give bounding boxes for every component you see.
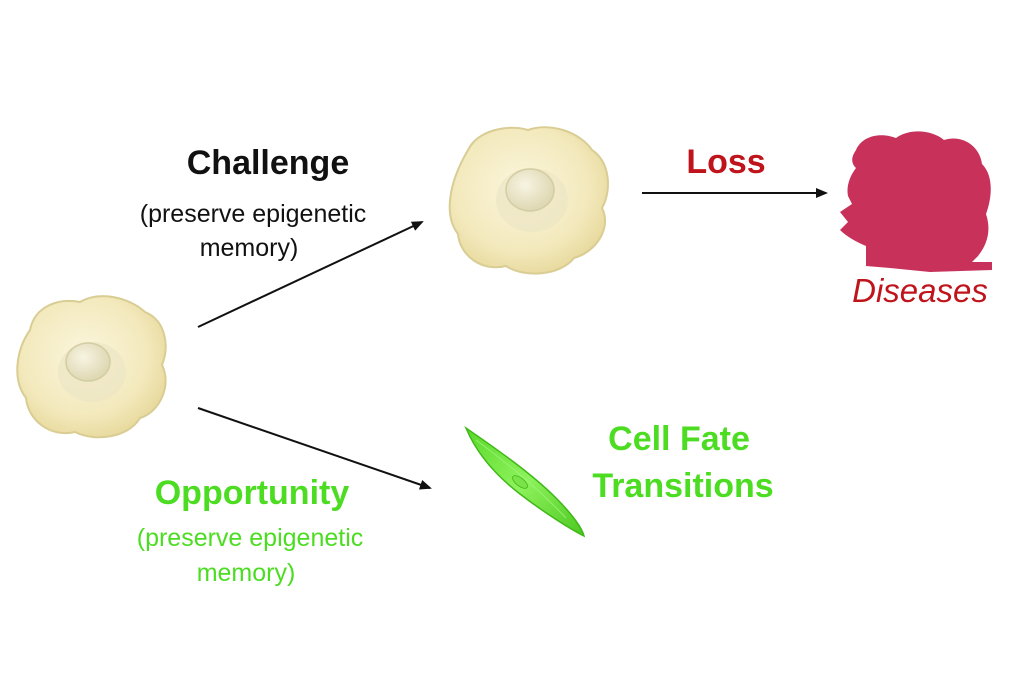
head-silhouette-icon [840,131,992,272]
challenge-title: Challenge [186,144,350,182]
opportunity-subtitle-line2: memory) [196,559,296,587]
challenge-arrow [197,221,424,328]
cell-icon [448,126,609,275]
opportunity-subtitle-line1: (preserve epigenetic [136,524,364,552]
challenge-subtitle-line1: (preserve epigenetic [139,200,367,228]
stem-cell-icon [16,295,167,439]
diseases-label: Diseases [852,272,988,309]
opportunity-title: Opportunity [154,474,350,512]
opportunity-arrow [197,407,432,490]
cell-fate-line2: Transitions [592,467,774,505]
loss-title: Loss [686,143,766,181]
spindle-cell-icon [464,425,586,538]
cell-fate-line1: Cell Fate [608,420,750,458]
challenge-subtitle-line2: memory) [199,234,299,262]
